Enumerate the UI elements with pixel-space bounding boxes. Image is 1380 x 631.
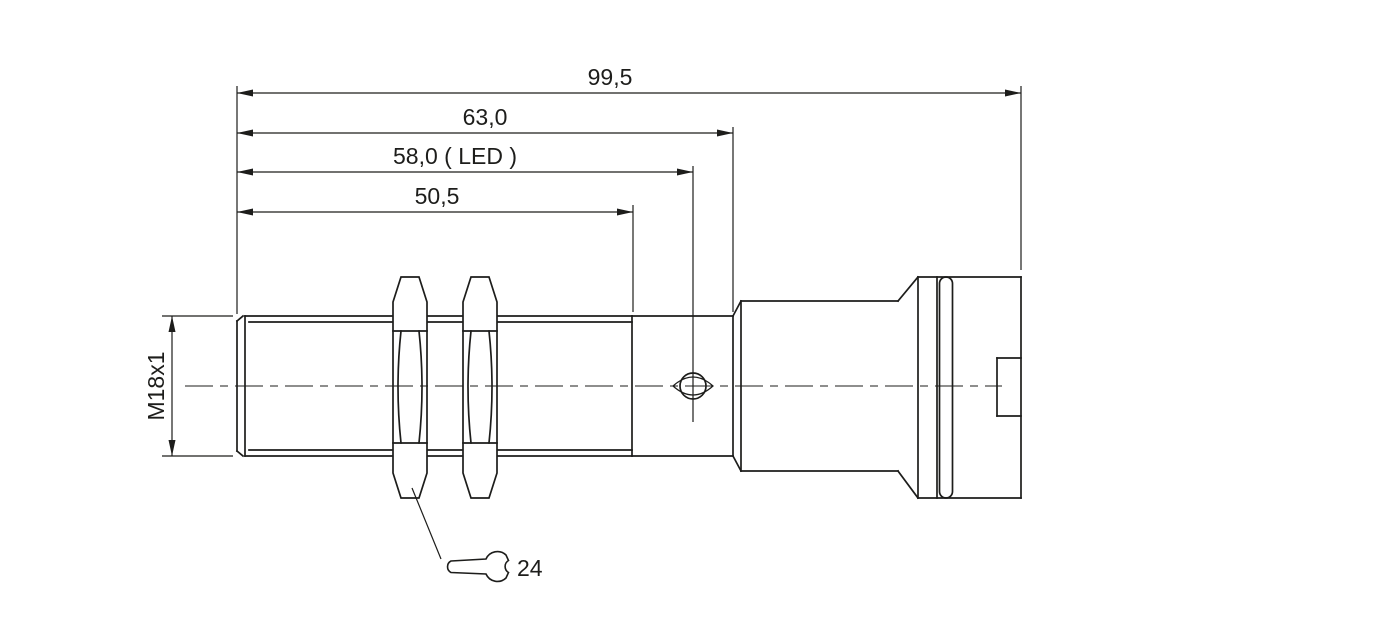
leader-line [411, 487, 442, 560]
dimension-housing-length: 63,0 [237, 104, 733, 137]
dimension-thread-diameter: M18x1 [143, 316, 176, 456]
hex-nut-1 [392, 276, 428, 499]
wrench-icon [446, 550, 510, 583]
wrench-callout: 24 [411, 487, 543, 583]
arrowhead-up [168, 316, 176, 332]
thread-designation-label: M18x1 [143, 351, 169, 420]
sensor-body-outline [235, 275, 1022, 500]
dim-housing-length-label: 63,0 [463, 104, 508, 130]
arrowhead-right [617, 208, 633, 216]
led-hole [679, 372, 707, 400]
o-ring-band [938, 276, 954, 499]
led-indicator [672, 372, 714, 400]
arrowhead-right [717, 129, 733, 137]
dim-overall-length-label: 99,5 [588, 64, 633, 90]
dimension-thread-length: 50,5 [237, 183, 633, 216]
dimension-overall-length: 99,5 [237, 64, 1021, 97]
arrowhead-left [237, 89, 253, 97]
dimension-led-position: 58,0 ( LED ) [237, 143, 693, 176]
wrench-size-label: 24 [517, 555, 543, 581]
connector-cap [917, 276, 1022, 499]
arrowhead-right [1005, 89, 1021, 97]
dim-led-position-label: 58,0 ( LED ) [393, 143, 517, 169]
arrowhead-down [168, 440, 176, 456]
arrowhead-right [677, 168, 693, 176]
dim-thread-length-label: 50,5 [415, 183, 460, 209]
hex-nut-2 [462, 276, 498, 499]
arrowhead-left [237, 168, 253, 176]
arrowhead-left [237, 208, 253, 216]
led-hole-projection [672, 376, 714, 396]
arrowhead-left [237, 129, 253, 137]
extension-lines [162, 86, 1022, 457]
